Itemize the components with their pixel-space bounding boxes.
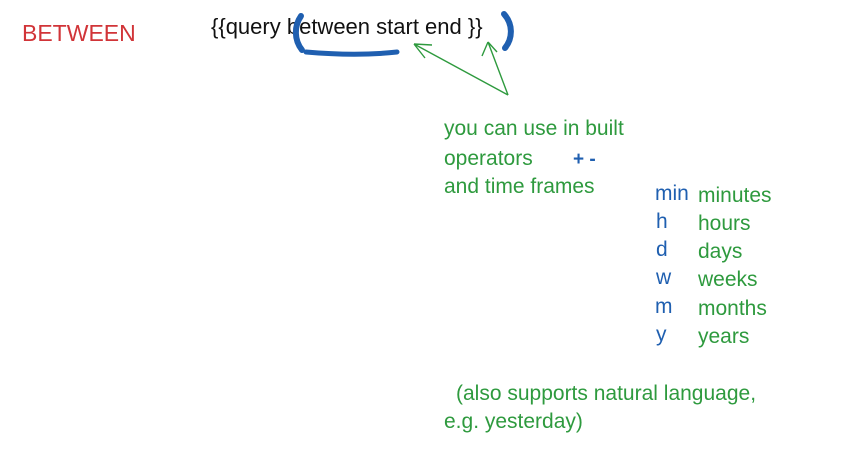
footer-line-1: (also supports natural language, bbox=[456, 382, 757, 405]
full-minutes: minutes bbox=[698, 184, 772, 207]
abbr-h: h bbox=[656, 210, 668, 233]
query-suffix: }} bbox=[461, 14, 483, 39]
left-paren-mark bbox=[292, 13, 305, 53]
query-expression: {{query between start end }} bbox=[211, 16, 483, 38]
query-end-keyword: end bbox=[425, 14, 462, 39]
full-days: days bbox=[698, 240, 743, 263]
full-hours: hours bbox=[698, 212, 751, 235]
arrow-to-between bbox=[413, 43, 509, 96]
arrow-to-end bbox=[481, 41, 509, 96]
note-line-1: you can use in built bbox=[444, 117, 624, 140]
full-years: years bbox=[698, 325, 750, 348]
right-paren-mark bbox=[501, 11, 514, 51]
footer-line-2: e.g. yesterday) bbox=[444, 410, 583, 433]
abbr-min: min bbox=[655, 182, 689, 205]
query-prefix: {{query bbox=[211, 14, 287, 39]
note-line-2: operators bbox=[444, 147, 533, 170]
between-title: BETWEEN bbox=[22, 20, 136, 46]
abbr-w: w bbox=[656, 266, 672, 289]
abbr-d: d bbox=[656, 238, 668, 261]
abbr-y: y bbox=[656, 323, 667, 346]
abbr-m: m bbox=[655, 295, 673, 318]
between-underline bbox=[303, 49, 400, 57]
query-middle: start bbox=[370, 14, 426, 39]
operators-symbols: + - bbox=[573, 149, 596, 170]
note-line-3: and time frames bbox=[444, 175, 595, 198]
full-weeks: weeks bbox=[698, 268, 758, 291]
full-months: months bbox=[698, 297, 767, 320]
query-between-keyword: between bbox=[286, 14, 371, 39]
